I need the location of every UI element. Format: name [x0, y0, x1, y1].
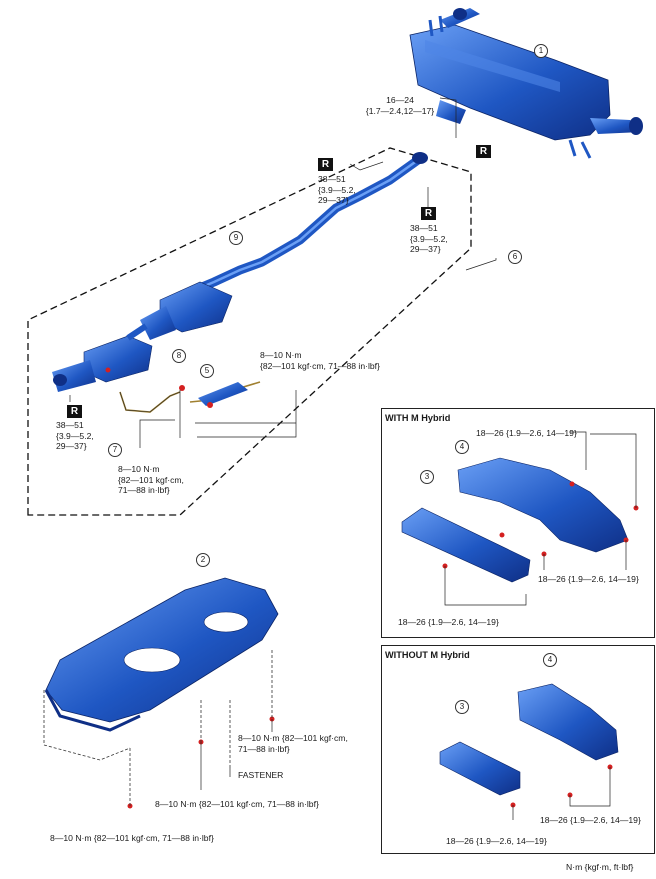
under-cover-large [44, 577, 279, 809]
under-cover-large-boxes [43, 650, 273, 806]
torque-pipe-right: 38—51 {3.9—5.2, 29—37} [410, 223, 448, 254]
torque-cover-mid: 8—10 N·m {82—101 kgf·cm, 71—88 in·lbf} [155, 799, 319, 809]
fastener-label: FASTENER [238, 770, 284, 780]
torque-muffler-joint: 16—24 {1.7—2.4,12—17} [365, 95, 435, 116]
panel-without-hybrid-title: WITHOUT M Hybrid [385, 650, 470, 660]
nonhybrid-torque-mid: 18—26 {1.9—2.6, 14—19} [540, 815, 641, 825]
hybrid-covers [401, 457, 639, 583]
non-hybrid-covers [439, 683, 619, 808]
nonhybrid-torque-bottom: 18—26 {1.9—2.6, 14—19} [446, 836, 547, 846]
callout-5: 5 [200, 364, 214, 378]
panel-with-hybrid [381, 408, 655, 638]
torque-cover-bottom: 8—10 N·m {82—101 kgf·cm, 71—88 in·lbf} [50, 833, 214, 843]
replace-mark-pipe-right: R [421, 207, 436, 220]
callout-8: 8 [172, 349, 186, 363]
torque-sensor-lower: 8—10 N·m {82—101 kgf·cm, 71—88 in·lbf} [118, 464, 184, 495]
torque-sensor-upper: 8—10 N·m {82—101 kgf·cm, 71—88 in·lbf} [260, 350, 380, 371]
callout-9: 9 [229, 231, 243, 245]
sensor-harness [105, 367, 261, 413]
callout-4-nonhybrid: 4 [543, 653, 557, 667]
catalytic-converters [52, 281, 233, 392]
torque-converter: 38—51 {3.9—5.2, 29—37} [56, 420, 94, 451]
panel-without-hybrid [381, 645, 655, 854]
replace-mark-muffler: R [476, 145, 491, 158]
panel-with-hybrid-title: WITH M Hybrid [385, 413, 451, 423]
replace-mark-pipe-left: R [318, 158, 333, 171]
hybrid-torque-bottom: 18—26 {1.9—2.6, 14—19} [398, 617, 499, 627]
callout-1: 1 [534, 44, 548, 58]
front-pipe [185, 152, 428, 297]
replace-mark-converter: R [67, 405, 82, 418]
callout-3-nonhybrid: 3 [455, 700, 469, 714]
callout-7: 7 [108, 443, 122, 457]
hybrid-torque-top: 18—26 {1.9—2.6, 14—19} [476, 428, 577, 438]
hybrid-torque-mid: 18—26 {1.9—2.6, 14—19} [538, 574, 639, 584]
callout-6: 6 [508, 250, 522, 264]
unit-note: N·m {kgf·m, ft·lbf} [566, 862, 634, 872]
torque-pipe-left: 38—51 {3.9—5.2, 29—37} [318, 174, 356, 205]
torque-cover-right: 8—10 N·m {82—101 kgf·cm, 71—88 in·lbf} [238, 733, 348, 754]
main-silencer [409, 8, 643, 159]
callout-3-hybrid: 3 [420, 470, 434, 484]
callout-4-hybrid: 4 [455, 440, 469, 454]
callout-2: 2 [196, 553, 210, 567]
